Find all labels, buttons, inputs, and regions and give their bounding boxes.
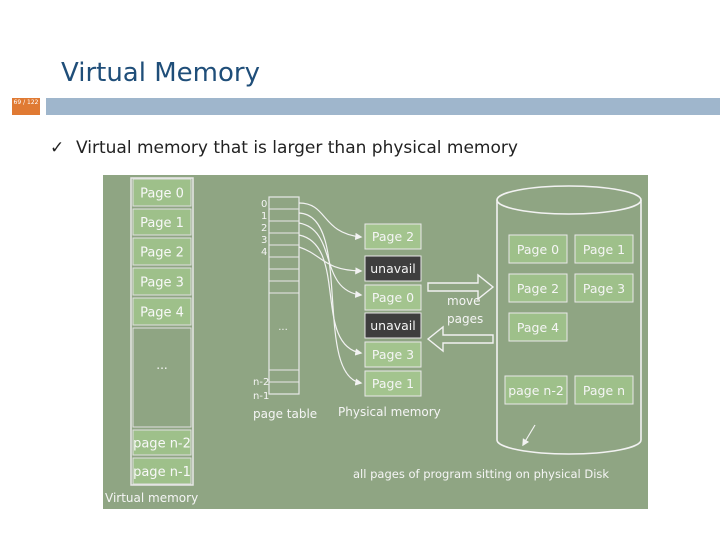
physical-frame-label-1: unavail [370,261,416,276]
disk-page-4 [508,312,568,342]
virtual-page-6 [132,429,192,456]
disk-page-6 [574,375,634,405]
virtual-page-label-3: Page 3 [140,276,184,291]
physical-frame-label-0: Page 2 [372,229,414,244]
virtual-page-7 [132,457,192,485]
pages-label: pages [447,312,483,326]
arrow-2 [298,222,363,298]
page-table-label: page table [253,407,317,421]
bullet-point: ✓ Virtual memory that is larger than phys… [50,138,518,158]
mapping-arrows [298,202,363,386]
arrow-0 [298,202,363,241]
move-label: move [447,294,481,308]
disk-pointer [522,424,536,447]
physical-frame-label-4: Page 3 [372,347,414,362]
virtual-memory-label: Virtual memory [105,491,198,505]
virtual-page-label-0: Page 0 [140,187,184,202]
page-table-index-4: 4 [261,247,267,258]
virtual-page-label-7: page n-1 [133,465,191,480]
virtual-page-label-6: page n-2 [133,437,191,452]
physical-memory-label: Physical memory [338,405,441,419]
virtual-page-label-4: Page 4 [140,306,184,321]
disk-body [496,200,642,455]
page-table-index-1: 1 [261,211,267,222]
arrow-4 [298,246,363,275]
checkmark-icon: ✓ [50,138,65,158]
physical-frame-1 [364,255,422,282]
disk-page-label-2: Page 2 [517,281,559,296]
disk-page-label-5: page n-2 [508,383,564,398]
disk-page-3 [574,273,634,303]
disk-page-1 [574,234,634,264]
disk-page-5 [504,375,568,405]
physical-frame-5 [364,370,422,397]
page-table-index-5: ... [278,322,288,333]
virtual-page-1 [132,208,192,236]
disk-page-2 [508,273,568,303]
virtual-page-2 [132,237,192,266]
physical-disk: Page 0 Page 1 Page 2 Page 3 Page 4 page n-2 Pa… [353,185,642,481]
move-pages-arrows: move pages [426,273,495,353]
page-table-index-2: 2 [261,223,267,234]
physical-frame-0 [364,223,422,250]
virtual-memory-column: Page 0 Page 1 Page 2 Page 3 Page 4... page n-… [105,177,198,505]
slide-title: Virtual Memory [61,58,260,88]
arrow-1 [298,212,363,386]
bullet-text: Virtual memory that is larger than physi… [76,138,518,158]
virtual-page-0 [132,178,192,207]
diagram-svg: Page 0 Page 1 Page 2 Page 3 Page 4... page n-… [105,177,642,505]
physical-frame-label-3: unavail [370,318,416,333]
arrow-right-icon [427,273,495,301]
page-table-index-3: 3 [261,235,267,246]
physical-frame-4 [364,341,422,368]
virtual-page-label-5: ... [156,358,167,372]
disk-top [496,185,642,215]
physical-frame-label-2: Page 0 [372,290,414,305]
disk-page-label-1: Page 1 [583,242,625,257]
disk-page-label-0: Page 0 [517,242,559,257]
virtual-page-3 [132,267,192,296]
physical-frame-label-5: Page 1 [372,376,414,391]
virtual-page-label-2: Page 2 [140,246,184,261]
disk-caption: all pages of program sitting on physical… [353,467,609,481]
physical-frame-2 [364,284,422,311]
page-table-index-6: n-2 [253,377,269,388]
disk-page-0 [508,234,568,264]
virtual-memory-outline [130,177,194,486]
title-bar [46,98,720,115]
page-table-index-7: n-1 [253,391,269,402]
virtual-page-4 [132,297,192,326]
page-table-outline [268,196,300,395]
virtual-page-5 [132,327,192,428]
arrow-left-icon [426,325,494,353]
page-table-index-0: 0 [261,199,267,210]
disk-page-label-3: Page 3 [583,281,625,296]
slide-number: 69 / 122 [12,98,40,115]
physical-frame-3 [364,312,422,339]
diagram-photo: Page 0 Page 1 Page 2 Page 3 Page 4... page n-… [103,175,648,509]
disk-page-label-4: Page 4 [517,320,559,335]
disk-page-label-6: Page n [583,383,625,398]
virtual-page-label-1: Page 1 [140,216,184,231]
arrow-3 [298,234,363,356]
